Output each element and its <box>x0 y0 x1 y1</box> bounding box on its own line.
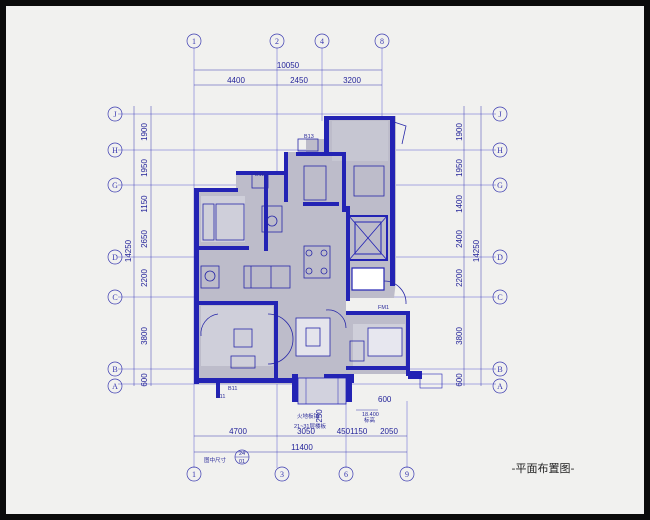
label-b13: B13 <box>304 134 314 140</box>
label-b12: B12 <box>255 172 265 178</box>
axis-label: J <box>498 110 501 119</box>
label-note-1: 火地板铺 <box>297 412 320 420</box>
axis-label: D <box>497 253 503 262</box>
dim-right-seg: 1900 <box>455 123 464 141</box>
label-elevation: 18.400 <box>362 412 379 418</box>
axis-label: A <box>497 382 503 391</box>
axis-label: 1 <box>192 37 196 46</box>
counter <box>303 165 327 201</box>
axis-bubble <box>374 33 390 49</box>
dim-left-seg: 3800 <box>140 327 149 345</box>
axis-bubble <box>186 33 202 49</box>
axis-label: G <box>112 181 118 190</box>
left-dimensions: 1900 1950 1150 2650 2200 3800 600 14250 <box>124 106 152 387</box>
axis-label: B <box>112 365 117 374</box>
axis-label: J <box>113 110 116 119</box>
dim-left-seg: 2200 <box>140 269 149 287</box>
dim-overall-bottom: 11400 <box>291 443 313 452</box>
dim-bottom-seg: 4501150 <box>337 427 368 436</box>
bottom-dimensions: 4700 3050 4501150 2050 11400 <box>194 427 407 453</box>
bed-1 <box>215 203 245 241</box>
dim-bottom-seg: 4700 <box>229 427 247 436</box>
detail-sheet: 01 <box>239 459 245 465</box>
building-footprint <box>194 116 410 384</box>
dim-right-seg: 1400 <box>455 195 464 213</box>
axis-bubble <box>269 33 285 49</box>
dim-top-seg: 2450 <box>290 76 308 85</box>
dim-left-seg: 1900 <box>140 123 149 141</box>
dim-right-seg: 2200 <box>455 269 464 287</box>
master-bed <box>367 327 403 357</box>
axis-label: 4 <box>320 37 324 46</box>
top-dimensions: 10050 4400 2450 3200 <box>194 61 382 86</box>
label-b11: B11 <box>216 394 225 400</box>
dim-left-seg: 1950 <box>140 159 149 177</box>
dim-left-seg: 600 <box>140 373 149 387</box>
dim-bottom-seg: 2050 <box>380 427 398 436</box>
right-axis-markers: J H G D C B A <box>492 106 508 394</box>
axis-label: 2 <box>275 37 279 46</box>
dim-top-seg: 3200 <box>343 76 361 85</box>
axis-label: G <box>497 181 503 190</box>
sofa <box>243 265 291 289</box>
dim-left-overall: 14250 <box>124 239 133 262</box>
dim-overall-top: 10050 <box>277 61 300 70</box>
axis-label: D <box>112 253 118 262</box>
left-axis-markers: J H G D C B A <box>107 106 123 394</box>
armchair <box>233 328 253 348</box>
dim-left-seg: 1150 <box>140 195 149 213</box>
axis-label: 6 <box>344 470 348 479</box>
dim-bottom-seg: 3050 <box>297 427 315 436</box>
detail-label: 图中尺寸 <box>204 456 227 464</box>
axis-label: 9 <box>405 470 409 479</box>
bedroom-1 <box>201 196 245 242</box>
dim-right-seg: 3800 <box>455 327 464 345</box>
drawing-title: -平面布置图- <box>512 462 575 475</box>
bathroom-fixtures <box>261 205 283 233</box>
bottom-axis-markers: 1 3 6 9 <box>186 466 415 482</box>
dining-table <box>303 245 331 279</box>
drawing-sheet: 1 2 4 8 10050 4400 2450 3200 J H G D C B… <box>6 6 644 514</box>
label-note-2: 21~31层楼板 <box>294 422 326 430</box>
coffee-table <box>295 317 331 357</box>
living-room <box>201 306 273 366</box>
floor-plan-drawing: 1 2 4 8 10050 4400 2450 3200 J H G D C B… <box>107 33 575 482</box>
annotations: B13 B12 B11 B11 FM1 250 600 18.400 标高 火地… <box>216 134 392 430</box>
dim-right-seg: 600 <box>455 373 464 387</box>
axis-label: 3 <box>280 470 284 479</box>
axis-label: 8 <box>380 37 384 46</box>
axis-label: A <box>112 382 118 391</box>
label-b11: B11 <box>228 386 237 392</box>
door-swing <box>267 313 294 365</box>
detail-callout: 24 01 图中尺寸 <box>204 449 250 465</box>
right-dimensions: 1900 1950 1400 2400 2200 3800 600 14250 <box>455 106 482 387</box>
balcony <box>297 373 443 405</box>
axis-label: C <box>497 293 502 302</box>
axis-label: H <box>497 146 503 155</box>
axis-bubble <box>314 33 330 49</box>
top-axis-markers: 1 2 4 8 <box>186 33 390 49</box>
axis-label: C <box>112 293 117 302</box>
label-600: 600 <box>378 395 392 404</box>
label-elevation-note: 标高 <box>364 416 376 424</box>
dim-right-seg: 1950 <box>455 159 464 177</box>
dim-left-seg: 2650 <box>140 230 149 248</box>
stair-box <box>351 267 385 291</box>
walls <box>194 116 422 402</box>
furniture <box>200 121 407 369</box>
label-250: 250 <box>315 409 324 423</box>
dim-top-seg: 4400 <box>227 76 245 85</box>
detail-number: 24 <box>239 451 245 457</box>
dim-right-overall: 14250 <box>472 239 481 262</box>
axis-label: H <box>112 146 118 155</box>
label-fm1: FM1 <box>378 305 389 311</box>
axis-label: B <box>497 365 502 374</box>
dim-right-seg: 2400 <box>455 230 464 248</box>
axis-label: 1 <box>192 470 196 479</box>
